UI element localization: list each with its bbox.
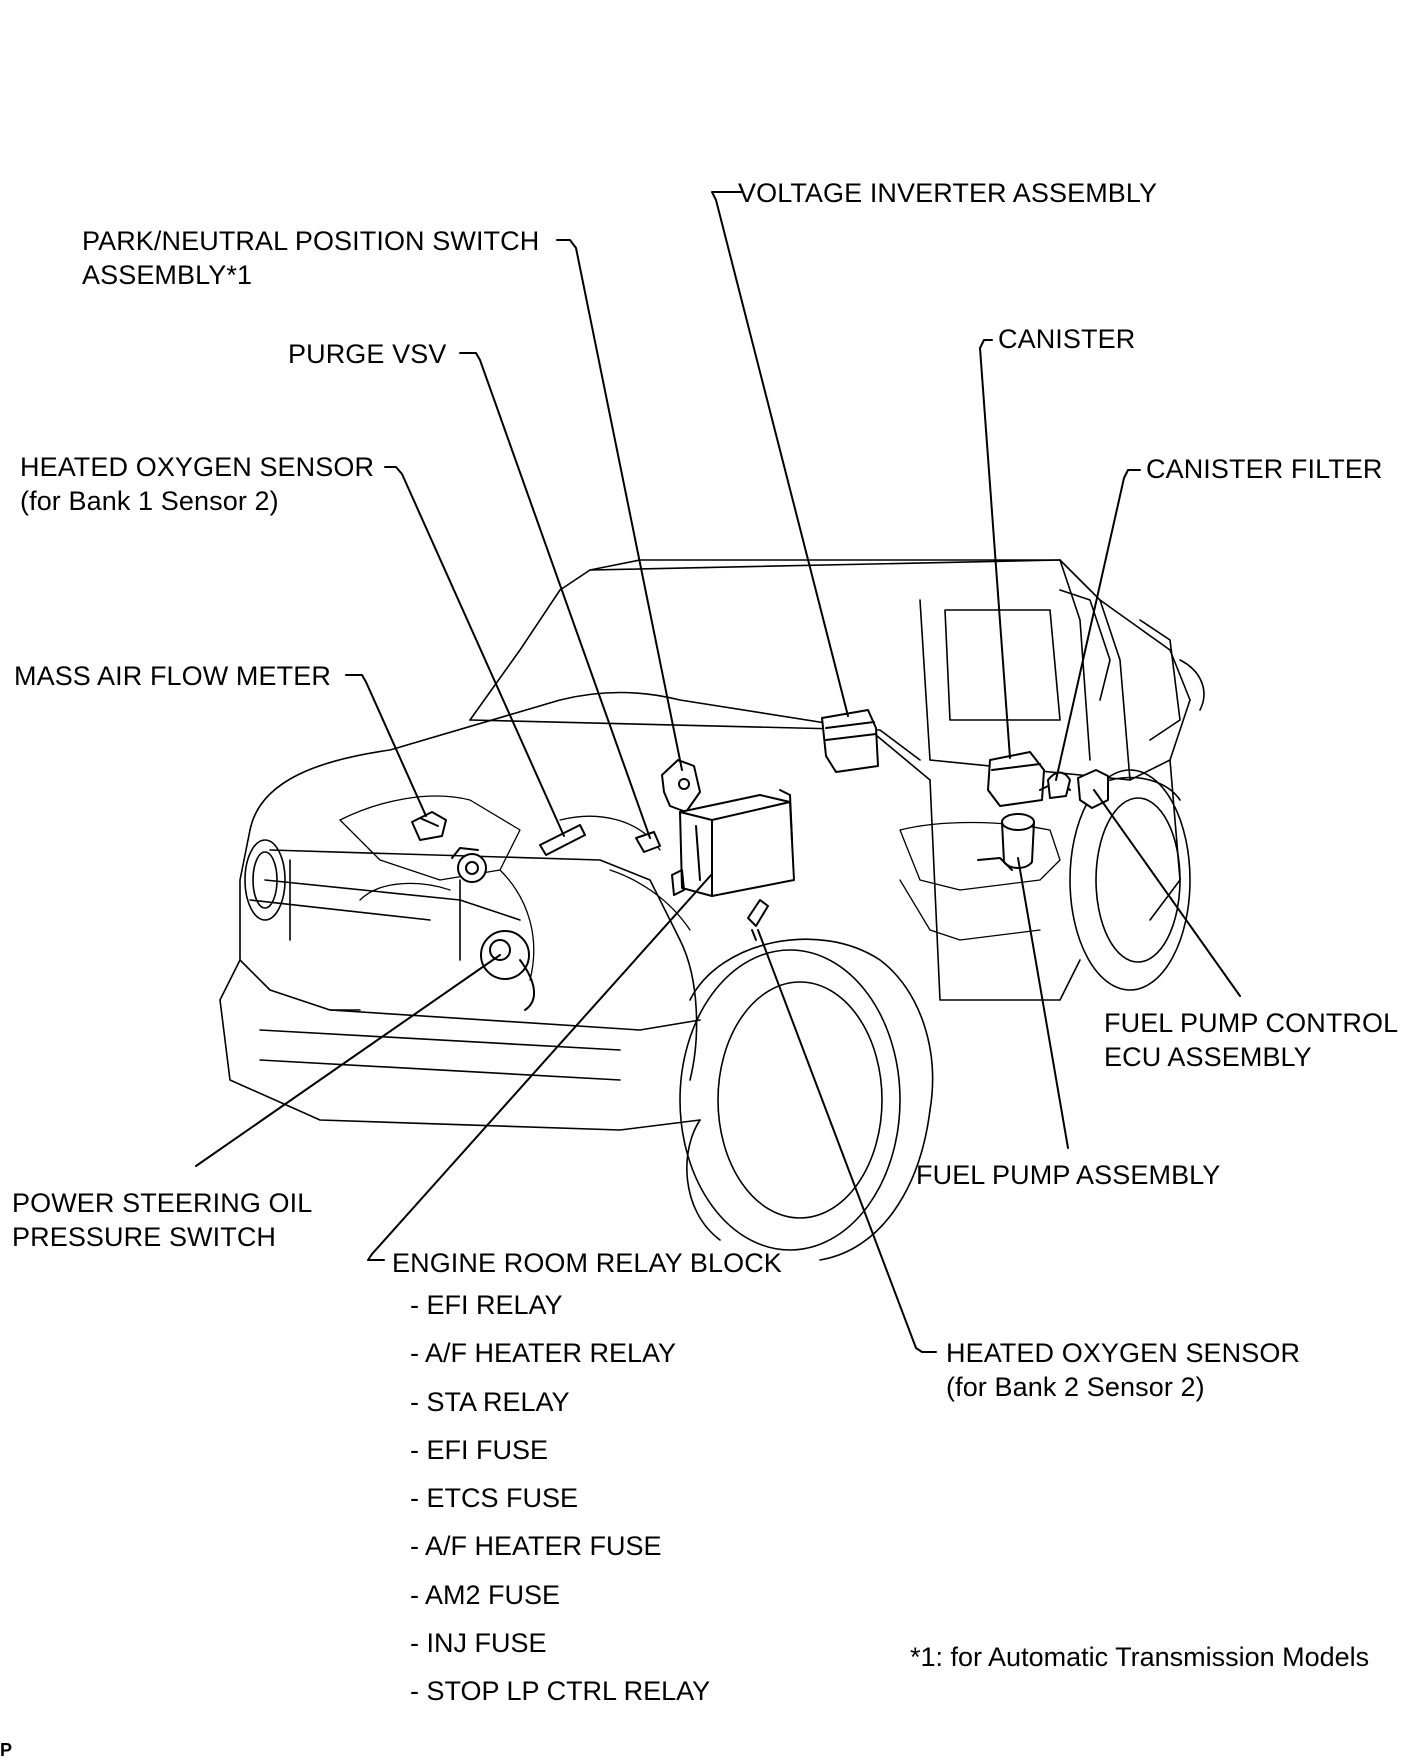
relay-item-af-heater-relay: - A/F HEATER RELAY: [410, 1338, 677, 1369]
leader-ps-switch: [195, 954, 501, 1167]
vehicle-outline: [219, 559, 1205, 1241]
label-fuel-pump-ecu-line2: ECU ASSEMBLY: [1104, 1042, 1312, 1072]
relay-item-etcs-fuse: - ETCS FUSE: [410, 1483, 579, 1514]
label-engine-room-relay-block: ENGINE ROOM RELAY BLOCK: [392, 1248, 782, 1278]
leader-fuel-pump-assembly: [1017, 857, 1069, 1149]
label-ho2s-b2-line2: (for Bank 2 Sensor 2): [946, 1372, 1205, 1402]
footnote-automatic-transmission: *1: for Automatic Transmission Models: [910, 1642, 1370, 1672]
corner-mark: P: [0, 1740, 13, 1760]
label-canister-filter: CANISTER FILTER: [1146, 454, 1383, 484]
mass-air-flow-meter-part: [411, 811, 447, 841]
engine-room-relay-block-part: [671, 789, 795, 897]
label-heated-oxygen-sensor-bank1: HEATED OXYGEN SENSOR (for Bank 1 Sensor …: [20, 450, 374, 518]
relay-item-sta-relay: - STA RELAY: [410, 1386, 570, 1417]
label-heated-oxygen-sensor-bank2: HEATED OXYGEN SENSOR (for Bank 2 Sensor …: [946, 1336, 1300, 1404]
leader-canister: [979, 339, 1011, 759]
voltage-inverter-part: [821, 709, 879, 773]
ho2s-bank2-part: [747, 899, 769, 941]
label-park-neutral-line1: PARK/NEUTRAL POSITION SWITCH: [82, 226, 540, 256]
label-mass-air-flow-meter: MASS AIR FLOW METER: [14, 661, 331, 691]
leader-park-neutral: [556, 239, 683, 771]
label-fuel-pump-ecu-line1: FUEL PUMP CONTROL: [1104, 1008, 1399, 1038]
label-ps-switch-line2: PRESSURE SWITCH: [12, 1222, 277, 1252]
label-purge-vsv: PURGE VSV: [288, 339, 447, 369]
relay-item-af-heater-fuse: - A/F HEATER FUSE: [410, 1531, 662, 1562]
label-ps-switch-line1: POWER STEERING OIL: [12, 1188, 313, 1218]
front-wheel: [679, 938, 934, 1261]
label-fuel-pump-control-ecu: FUEL PUMP CONTROL ECU ASSEMBLY: [1104, 1006, 1398, 1074]
leader-ho2s-bank2: [757, 929, 937, 1353]
label-voltage-inverter-assembly: VOLTAGE INVERTER ASSEMBLY: [738, 178, 1158, 208]
label-fuel-pump-assembly: FUEL PUMP ASSEMBLY: [916, 1160, 1221, 1190]
label-park-neutral-line2: ASSEMBLY*1: [82, 260, 253, 290]
fuel-pump-assembly-part: [977, 813, 1035, 871]
relay-item-efi-relay: - EFI RELAY: [410, 1290, 563, 1320]
label-power-steering-oil-pressure-switch: POWER STEERING OIL PRESSURE SWITCH: [12, 1186, 312, 1254]
canister-filter-part: [1047, 771, 1071, 799]
relay-item-am2-fuse: - AM2 FUSE: [410, 1579, 561, 1610]
leader-purge-vsv: [459, 352, 651, 839]
label-ho2s-b2-line1: HEATED OXYGEN SENSOR: [946, 1338, 1301, 1368]
leader-canister-filter: [1055, 469, 1141, 781]
relay-item-stop-lp-ctrl-relay: - STOP LP CTRL RELAY: [410, 1676, 711, 1707]
label-ho2s-b1-line2: (for Bank 1 Sensor 2): [20, 486, 279, 516]
leader-relay-block: [367, 873, 713, 1261]
power-steering-pump-part: [480, 930, 535, 1011]
ho2s-bank1-part: [539, 824, 586, 856]
relay-item-efi-fuse: - EFI FUSE: [410, 1434, 549, 1465]
leader-voltage-inverter: [711, 191, 849, 717]
label-ho2s-b1-line1: HEATED OXYGEN SENSOR: [20, 452, 375, 482]
leader-fuel-pump-ecu: [1093, 789, 1241, 997]
label-canister: CANISTER: [998, 324, 1136, 354]
leader-ho2s-bank1: [384, 466, 565, 837]
relay-block-item-list: - EFI RELAY - A/F HEATER RELAY - STA REL…: [410, 1288, 710, 1723]
label-park-neutral-position-switch: PARK/NEUTRAL POSITION SWITCH ASSEMBLY*1: [82, 224, 539, 292]
throttle-body-part: [451, 847, 487, 883]
leader-maf: [345, 674, 427, 817]
leader-lines: [195, 191, 1241, 1353]
relay-item-inj-fuse: - INJ FUSE: [410, 1628, 547, 1659]
